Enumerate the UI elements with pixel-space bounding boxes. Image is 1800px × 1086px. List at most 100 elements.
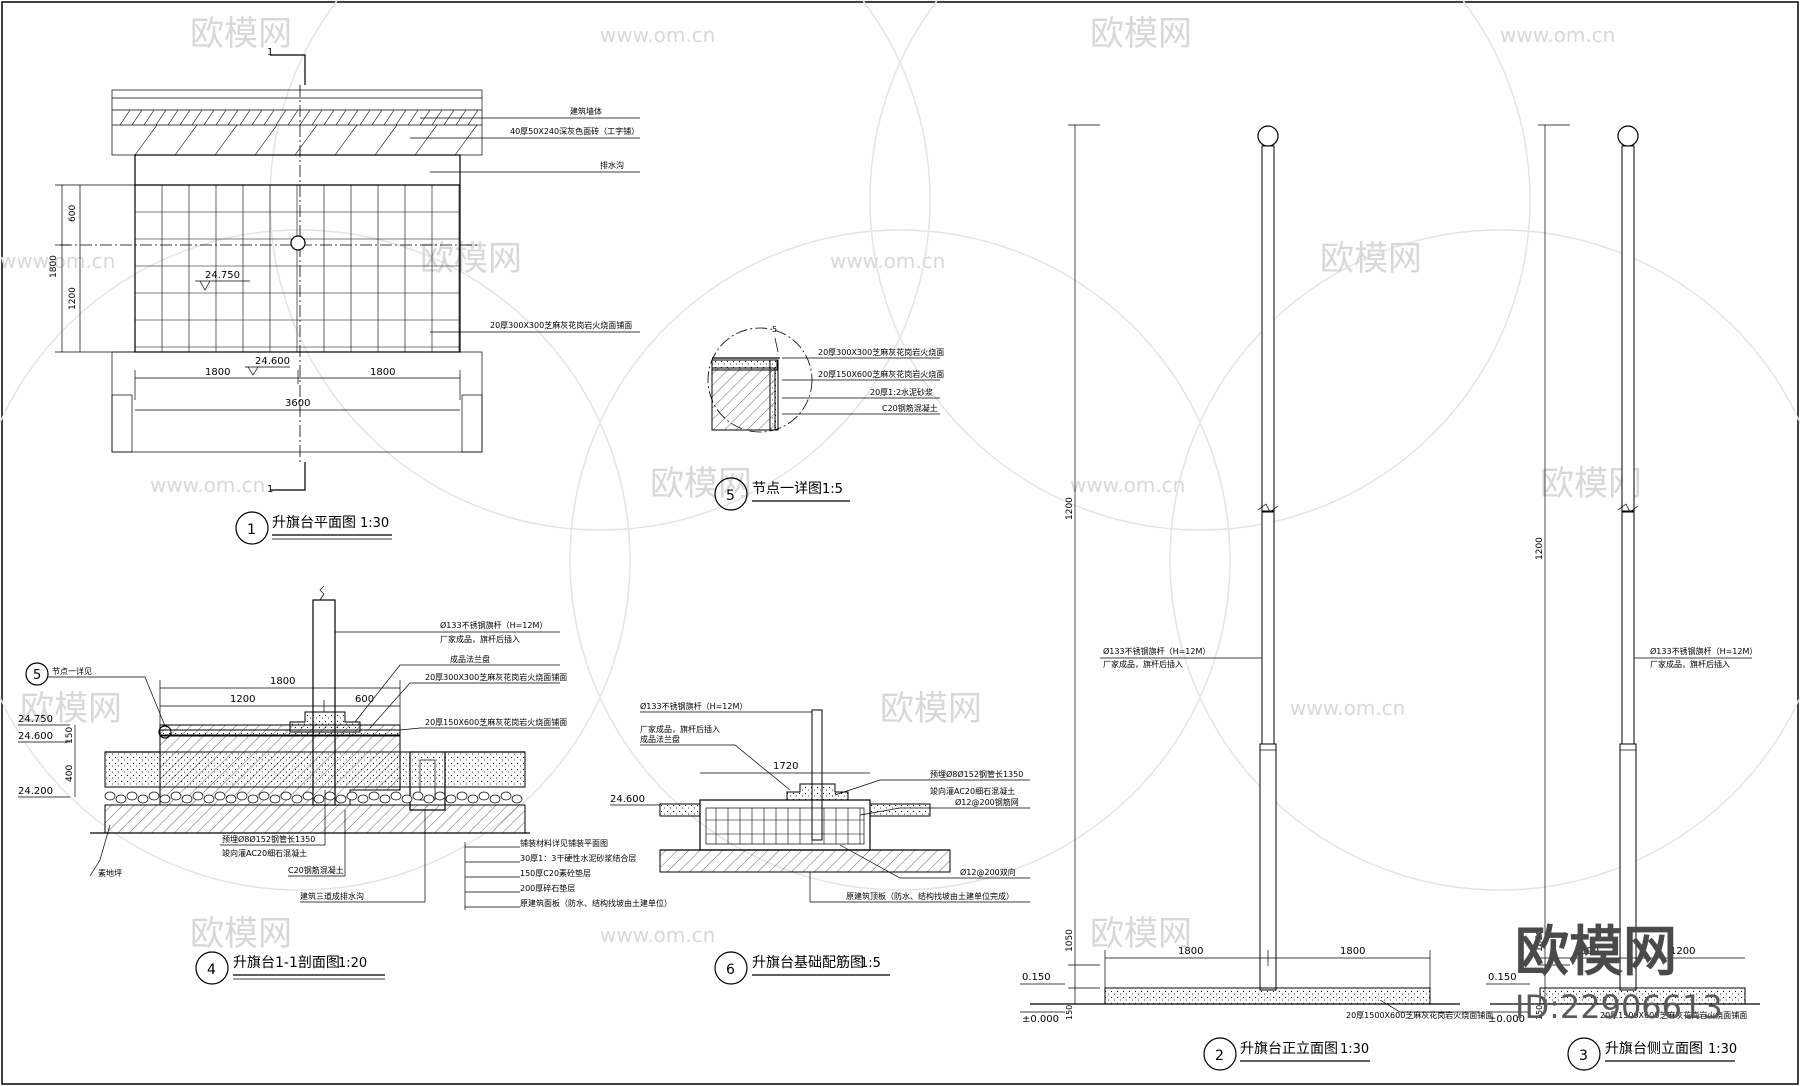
label-pole-2: 厂家成品，旗杆后插入 — [440, 634, 520, 644]
v2-label-base: 20厚1500X600芝麻灰花岗岩火烧面铺面 — [1346, 1010, 1493, 1020]
v6-label-embed-1: 预埋Ø8Ø152钢管长1350 — [930, 769, 1023, 779]
brand-watermark: 欧模网 ID:22906613 — [1515, 920, 1723, 1026]
view2-number: 2 — [1215, 1048, 1224, 1064]
watermark-url: www.om.cn — [600, 23, 715, 47]
v3-dim-1050: 1050 — [1535, 929, 1545, 952]
label-drain: 排水沟 — [600, 160, 624, 170]
view3-side-elevation: 1200 1050 150 600 1200 0.150 ±0.000 Ø133… — [1486, 124, 1760, 1071]
background-arcs — [0, 0, 1800, 891]
section-mark-top: 1 — [267, 47, 273, 58]
label-soil: 素地坪 — [98, 868, 122, 878]
v6-label-embed-2: 竣向灌AC20细石混凝土 — [930, 786, 1015, 796]
watermarks: 欧模网 www.om.cn 欧模网 www.om.cn 欧模网 www.om.c… — [0, 14, 1642, 954]
label-flange: 成品法兰盘 — [450, 654, 490, 664]
dim-400: 400 — [65, 765, 75, 782]
view2-scale: 1:30 — [1340, 1042, 1369, 1057]
dim-1200: 1200 — [230, 694, 255, 705]
v6-elevation: 24.600 — [610, 794, 645, 805]
v2-dim-1800-right: 1800 — [1340, 946, 1365, 957]
label-paver: 40厚50X240深灰色面砖（工字铺） — [510, 126, 639, 136]
label-drain-wall: 建筑三道成排水沟 — [300, 891, 364, 901]
label-wall: 建筑墙体 — [570, 106, 602, 116]
dim-1800: 1800 — [270, 676, 295, 687]
layer-3: 150厚C20素砼垫层 — [520, 868, 591, 878]
rebar-grid — [706, 808, 864, 844]
view3-number: 3 — [1579, 1048, 1588, 1064]
label-embed-1: 预埋Ø8Ø152钢管长1350 — [222, 834, 315, 844]
v2-dim-1800-left: 1800 — [1178, 946, 1203, 957]
watermark-brand: 欧模网 — [190, 14, 292, 54]
elevation-24750: 24.750 — [205, 270, 240, 281]
elev-24600: 24.600 — [18, 731, 53, 742]
node-label-2: 20厚150X600芝麻灰花岗岩火烧面 — [818, 369, 944, 379]
node-label-4: C20钢筋混凝土 — [882, 403, 938, 413]
watermark-brand: 欧模网 — [20, 689, 122, 729]
view6-number: 6 — [726, 962, 735, 978]
label-tile: 20厚300X300芝麻灰花岗岩火烧面铺面 — [490, 320, 632, 330]
watermark-brand: 欧模网 — [650, 464, 752, 504]
view3-scale: 1:30 — [1708, 1042, 1737, 1057]
dim-600: 600 — [68, 205, 78, 222]
v2-elev-0150: 0.150 — [1022, 972, 1051, 983]
view1-plan: 1 1 600 1800 1200 24.750 24.600 — [49, 47, 640, 545]
watermark-url: www.om.cn — [0, 249, 115, 273]
view6-scale: 1:5 — [860, 956, 881, 971]
v6-label-pole-2: 厂家成品，旗杆后插入 — [640, 724, 720, 734]
view6-title: 升旗台基础配筋图 — [752, 954, 864, 971]
watermark-url: www.om.cn — [1500, 23, 1615, 47]
node-dim: 5 — [772, 325, 777, 334]
v3-dim-600: 600 — [1580, 946, 1599, 957]
v2-dim-1200: 1200 — [1065, 497, 1075, 520]
dim-1800-right: 1800 — [370, 367, 395, 378]
view4-number: 4 — [207, 962, 216, 978]
v2-dim-150: 150 — [1065, 1005, 1074, 1020]
paver-pattern — [119, 109, 479, 156]
layer-1: 铺装材料详见铺装平面图 — [520, 838, 608, 848]
watermark-brand: 欧模网 — [1090, 14, 1192, 54]
v2-dim-1050: 1050 — [1065, 929, 1075, 952]
view4-title: 升旗台1-1剖面图 — [233, 955, 340, 971]
view4-scale: 1:20 — [338, 956, 367, 971]
node-label-1: 20厚300X300芝麻灰花岗岩火烧面 — [818, 347, 944, 357]
dim-600: 600 — [355, 694, 374, 705]
view2-title: 升旗台正立面图 — [1240, 1041, 1338, 1057]
v3-label-base: 20厚1500X600芝麻灰花岗岩火烧面铺面 — [1600, 1010, 1747, 1020]
section-mark-bottom: 1 — [267, 484, 273, 495]
watermark-brand: 欧模网 — [880, 689, 982, 729]
view5-node-detail: 5 20厚300X300芝麻灰花岗岩火烧面 20厚150X600芝麻灰花岗岩火烧… — [707, 325, 944, 511]
flagpole-hole — [290, 235, 306, 251]
view3-title: 升旗台侧立面图 — [1605, 1041, 1703, 1057]
watermark-url: www.om.cn — [1290, 696, 1405, 720]
v6-label-pole: Ø133不锈钢旗杆（H=12M） — [640, 701, 747, 711]
watermark-url: www.om.cn — [150, 473, 265, 497]
view5-scale: 1:5 — [822, 482, 843, 497]
view5-number: 5 — [726, 488, 735, 504]
v6-label-flange: 成品法兰盘 — [640, 734, 680, 744]
v3-dim-150: 150 — [1535, 1005, 1544, 1020]
view1-scale: 1:30 — [360, 516, 389, 531]
layer-5: 原建筑面板（防水、结构找坡由土建单位） — [520, 898, 672, 908]
label-pole: Ø133不锈钢旗杆（H=12M） — [440, 620, 547, 630]
elev-24750: 24.750 — [18, 714, 53, 725]
watermark-url: www.om.cn — [600, 923, 715, 947]
v3-label-pole-2: 厂家成品，旗杆后插入 — [1650, 659, 1730, 669]
elev-24200: 24.200 — [18, 786, 53, 797]
v3-label-pole: Ø133不锈钢旗杆（H=12M） — [1650, 646, 1757, 656]
v6-dim-1720: 1720 — [773, 761, 798, 772]
dim-1800-vertical: 1800 — [49, 255, 59, 278]
v6-label-slab: 原建筑顶板（防水、结构找坡由土建单位完成） — [846, 891, 1014, 901]
v3-elev-0150: 0.150 — [1488, 972, 1517, 983]
v2-elev-0000: ±0.000 — [1022, 1014, 1059, 1025]
view5-title: 节点一详图 — [752, 481, 822, 497]
v3-elev-0000: ±0.000 — [1488, 1014, 1525, 1025]
view1-title: 升旗台平面图 — [272, 515, 356, 531]
watermark-brand: 欧模网 — [420, 239, 522, 279]
watermark-url: www.om.cn — [830, 249, 945, 273]
layer-4: 200厚碎石垫层 — [520, 883, 575, 893]
watermark-url: www.om.cn — [1070, 473, 1185, 497]
watermark-brand: 欧模网 — [1090, 914, 1192, 954]
view4-section: 5 节点一详见 1800 1200 600 24.750 24.600 24.2… — [18, 585, 672, 985]
id-label: ID:22906613 — [1515, 988, 1723, 1026]
